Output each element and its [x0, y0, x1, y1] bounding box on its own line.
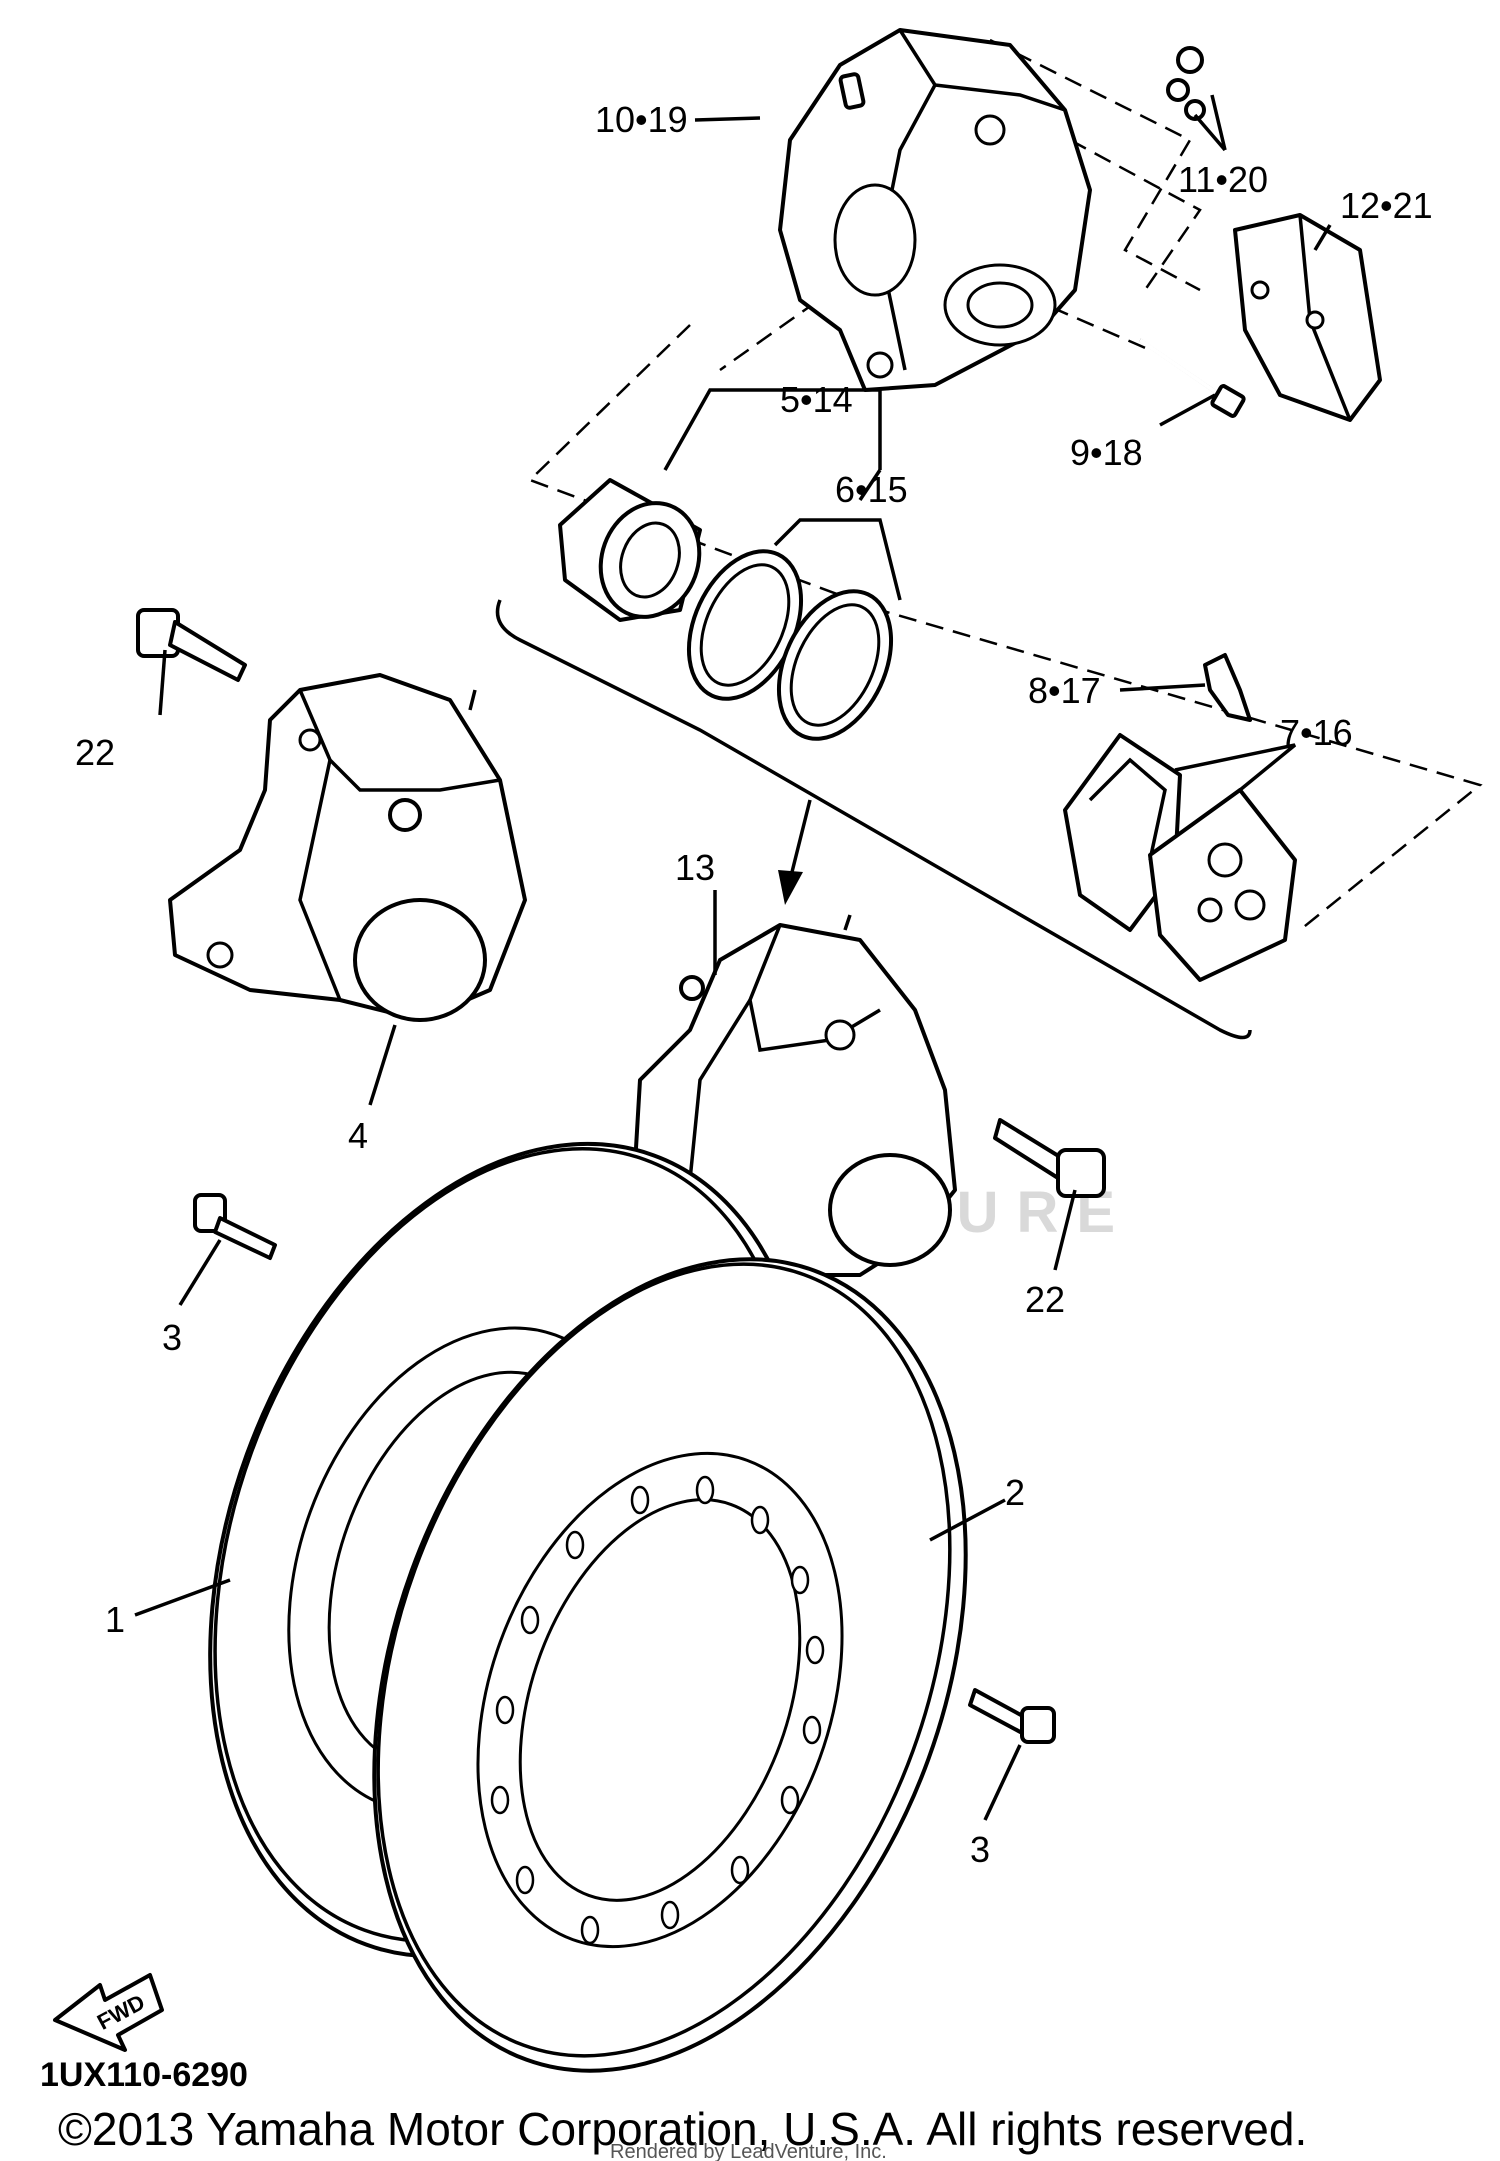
bolt-right	[993, 1118, 1106, 1198]
callout-6-15: 6•15	[835, 469, 908, 510]
callout-3-right: 3	[970, 1829, 990, 1870]
callout-4: 4	[348, 1115, 368, 1156]
pad-pin	[1138, 338, 1246, 418]
rendered-by-notice: Rendered by LeadVenture, Inc.	[610, 2141, 887, 2161]
copyright-notice: ©2013 Yamaha Motor Corporation, U.S.A. A…	[58, 2103, 1307, 2155]
assembly-arrow	[778, 799, 812, 905]
caliper-left	[168, 673, 527, 1022]
brake-disc-right	[372, 1257, 968, 2073]
callout-22-left: 22	[75, 732, 115, 773]
forward-arrow-icon: FWD	[53, 1973, 164, 2052]
callout-9-18: 9•18	[1070, 432, 1143, 473]
diagram-code: 1UX110-6290	[40, 2056, 248, 2094]
callout-22-right: 22	[1025, 1279, 1065, 1320]
piston	[558, 478, 702, 622]
callout-7-16: 7•16	[1280, 712, 1353, 753]
callout-13: 13	[675, 847, 715, 888]
callout-3-left: 3	[162, 1317, 182, 1358]
callout-5-14: 5•14	[780, 379, 853, 420]
caliper-housing-exploded	[778, 28, 1092, 392]
brake-pads	[1063, 733, 1297, 982]
callout-labels: 10•19 11•20 12•21 5•14 6•15 9•18 8•17 7•…	[75, 99, 1433, 1870]
disc-bolt-right	[968, 1688, 1056, 1744]
caliper-right	[633, 914, 957, 1278]
disc-bolt-left	[193, 1193, 277, 1260]
pad-spring	[1203, 653, 1252, 722]
bleed-screws	[1166, 46, 1206, 121]
callout-11-20: 11•20	[1178, 159, 1268, 200]
callout-2: 2	[1005, 1472, 1025, 1513]
bolt-left	[136, 608, 247, 682]
leader-lines	[134, 94, 1332, 1821]
callout-10-19: 10•19	[595, 99, 688, 140]
callout-8-17: 8•17	[1028, 670, 1101, 711]
callout-12-21: 12•21	[1340, 185, 1433, 226]
callout-1: 1	[105, 1599, 125, 1640]
pad-cover	[1233, 213, 1382, 422]
piston-seals	[686, 549, 894, 741]
